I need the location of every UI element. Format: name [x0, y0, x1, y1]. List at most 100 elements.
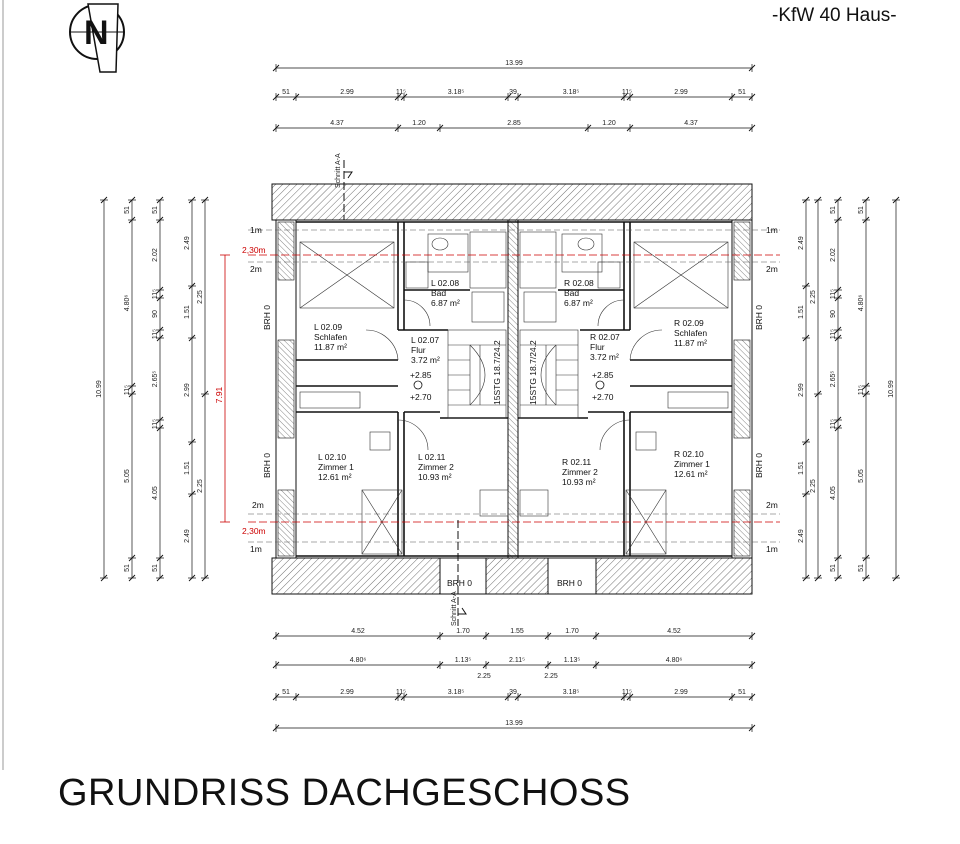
level-marker-icon	[595, 380, 605, 390]
brh-label: BRH 0	[262, 305, 272, 330]
section-line: Schnitt A-A Schnitt A-A	[335, 153, 467, 626]
height-label: 1m	[766, 544, 778, 554]
brh-label: BRH 0	[754, 453, 764, 478]
room-area: 11.87 m²	[674, 338, 707, 348]
dimension-label: 11⁵	[622, 89, 632, 96]
dimension-label: 2.49	[798, 236, 805, 250]
dimension-label: 11⁵	[830, 419, 837, 429]
dimension-label: 4.80⁶	[666, 657, 683, 664]
dimension-label: 2.25	[810, 290, 817, 304]
dimension-label: 2.11⁵	[509, 657, 525, 664]
dimension-label: 2.65⁵	[152, 371, 159, 388]
dimension-label: 2.99	[340, 89, 354, 96]
dimension-label: 1.13⁵	[564, 657, 581, 664]
dimension-label: 13.99	[505, 720, 523, 727]
room-name: Flur	[411, 345, 426, 355]
dimension-label: 1.20	[602, 120, 616, 127]
dimension-label: 4.52	[351, 628, 365, 635]
room-name: Bad	[564, 288, 579, 298]
north-label: N	[84, 14, 109, 52]
staircase-right	[519, 329, 579, 419]
dimension-label: 4.05	[152, 486, 159, 500]
room-area: 6.87 m²	[431, 298, 460, 308]
dimension-label: 3.18⁵	[563, 689, 580, 696]
dimension-label: 2.99	[798, 383, 805, 397]
room-id: L 02.09	[314, 322, 342, 332]
dimension-label: 5.05	[858, 469, 865, 483]
dimension-label: 4.80⁶	[350, 657, 367, 664]
dimension-label: 10.99	[96, 380, 103, 398]
floor-plan: N	[2, 0, 900, 770]
level-label: +2.70	[592, 392, 614, 402]
room-area: 12.61 m²	[674, 469, 708, 479]
dimension-label: 2.99	[184, 383, 191, 397]
dimension-label: 2.25	[197, 479, 204, 493]
dimension-label: 4.37	[684, 120, 698, 127]
level-marker-icon	[413, 380, 423, 390]
dimension-label: 11⁵	[396, 689, 406, 696]
level-label: +2.85	[410, 370, 432, 380]
brh-label: BRH 0	[557, 578, 582, 588]
dimension-label: 11⁵	[152, 419, 159, 429]
height-label: 2m	[766, 500, 778, 510]
dimension-label: 1.70	[456, 628, 470, 635]
stair-label: 15STG 18.7/24.2	[492, 340, 502, 405]
interior-walls-right	[518, 222, 732, 556]
room-id: R 02.07	[590, 332, 620, 342]
room-id: R 02.08	[564, 278, 594, 288]
dimension-label: 51	[152, 564, 159, 572]
brh-label: BRH 0	[262, 453, 272, 478]
dimension-label: 2.25	[810, 479, 817, 493]
dimension-label: 11⁵	[396, 89, 406, 96]
room-area: 10.93 m²	[418, 472, 452, 482]
room-name: Bad	[431, 288, 446, 298]
room-id: L 02.11	[418, 452, 446, 462]
dimension-label: 5.05	[124, 469, 131, 483]
dimension-label: 1.55	[510, 628, 524, 635]
page-title: GRUNDRISS DACHGESCHOSS	[58, 772, 631, 814]
room-name: Zimmer 2	[562, 467, 598, 477]
room-id: L 02.08	[431, 278, 459, 288]
dimension-label: 51	[858, 564, 865, 572]
north-arrow-icon: N	[69, 3, 125, 73]
dimension-label: 2.99	[674, 89, 688, 96]
dimension-label: 4.05	[830, 486, 837, 500]
dimension-lines: 13.99 51 2.99 11⁵ 3.18⁵ 39 3.18⁵ 11⁵ 2.99 51 4.37 1…	[96, 60, 900, 732]
dimension-label: 51	[152, 206, 159, 214]
interior-walls-left	[296, 222, 508, 556]
building-shell	[271, 183, 753, 595]
dimension-label: 3.18⁵	[448, 689, 465, 696]
dimension-label: 4.37	[330, 120, 344, 127]
dimension-label: 2.25	[197, 290, 204, 304]
dimension-label: 2.25	[477, 673, 491, 680]
room-area: 6.87 m²	[564, 298, 593, 308]
dimension-label: 2.49	[184, 529, 191, 543]
dimension-label: 1.51	[184, 461, 191, 475]
dimension-label: 51	[124, 564, 131, 572]
room-name: Zimmer 1	[674, 459, 710, 469]
dimension-label: 2.49	[798, 529, 805, 543]
dimension-label: 11⁵	[622, 689, 632, 696]
dimension-label: 11⁵	[124, 385, 131, 395]
room-name: Flur	[590, 342, 605, 352]
height-label: 1m	[250, 544, 262, 554]
room-id: L 02.07	[411, 335, 439, 345]
room-id: L 02.10	[318, 452, 346, 462]
dimension-label: 51	[858, 206, 865, 214]
dimension-label: 2.02	[830, 248, 837, 262]
dimension-label: 51	[830, 564, 837, 572]
room-area: 3.72 m²	[411, 355, 440, 365]
dimension-label: 4.80⁶	[858, 295, 865, 312]
dimension-label: 2.85	[507, 120, 521, 127]
dimension-label: 39	[509, 689, 517, 696]
dimension-label: 1.51	[798, 461, 805, 475]
level-label: +2.85	[592, 370, 614, 380]
dimension-label: 51	[738, 689, 746, 696]
height-label: 2m	[250, 264, 262, 274]
brh-label: BRH 0	[447, 578, 472, 588]
dimension-label: 11⁵	[152, 329, 159, 339]
room-name: Zimmer 1	[318, 462, 354, 472]
height-label-red: 2,30m	[242, 526, 266, 536]
